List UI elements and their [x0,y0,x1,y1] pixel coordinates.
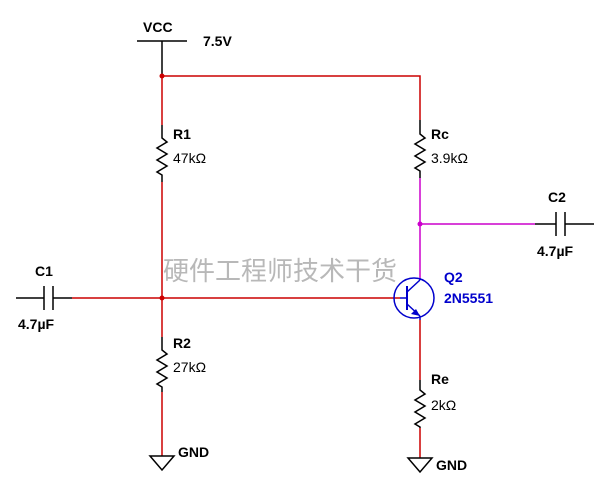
gnd-left-label: GND [178,444,209,460]
resistor-r1: R1 47kΩ [155,125,206,182]
q2-name: Q2 [444,269,463,285]
ground-icon [148,455,176,472]
transistor-q2: Q2 2N5551 [393,269,493,320]
r2-value: 27kΩ [173,359,206,375]
r1-value: 47kΩ [173,150,206,166]
junctions [159,73,423,301]
vcc-voltage: 7.5V [203,33,232,49]
vcc-label: VCC [143,19,173,35]
gnd-right-label: GND [436,457,467,473]
ground-left: GND [148,444,209,472]
re-value: 2kΩ [431,397,456,413]
rc-name: Rc [431,126,449,142]
resistor-r2: R2 27kΩ [155,335,206,392]
rc-value: 3.9kΩ [431,150,468,166]
c2-name: C2 [548,189,566,205]
r1-name: R1 [173,126,191,142]
re-name: Re [431,371,449,387]
vcc-symbol: VCC 7.5V [137,19,232,76]
resistor-re: Re 2kΩ [413,371,456,428]
q2-part: 2N5551 [444,290,493,306]
emitter-arrow-icon [411,309,420,316]
junction-top [159,73,165,79]
watermark-text: 硬件工程师技术干货 [163,257,397,287]
capacitor-c1: C1 4.7µF [16,263,72,332]
c2-value: 4.7µF [537,243,574,259]
r2-name: R2 [173,335,191,351]
capacitor-c2: C2 4.7µF [535,189,594,259]
wires [72,75,421,458]
resistor-rc: Rc 3.9kΩ [413,120,468,178]
wire-top-rail [162,75,421,120]
c1-value: 4.7µF [18,316,55,332]
c1-name: C1 [35,263,53,279]
collector-wires [419,178,535,278]
ground-right: GND [406,457,467,474]
junction-collector [417,221,423,227]
junction-base [159,295,165,301]
ground-icon [406,457,434,474]
